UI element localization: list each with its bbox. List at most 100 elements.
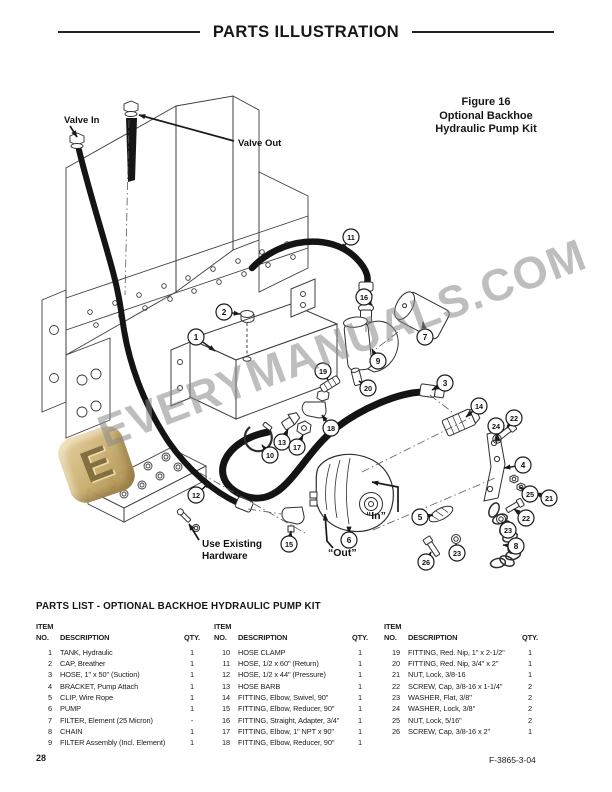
svg-text:5: 5	[418, 513, 423, 522]
callout-16: 16	[355, 288, 373, 306]
callout-22: 22	[505, 409, 523, 429]
callout-9: 9	[369, 348, 387, 370]
svg-text:1: 1	[194, 333, 199, 342]
svg-text:8: 8	[514, 542, 519, 551]
parts-line-art	[176, 281, 537, 569]
callout-19: 19	[314, 362, 332, 381]
page-number: 28	[36, 753, 47, 763]
svg-text:12: 12	[192, 491, 200, 500]
callout-17: 17	[288, 434, 306, 456]
svg-text:6: 6	[347, 536, 352, 545]
header-rule-right	[412, 30, 555, 34]
svg-text:13: 13	[278, 438, 286, 447]
callout-23: 23	[448, 543, 466, 562]
header-rule-left	[57, 30, 200, 34]
svg-text:Valve In: Valve In	[64, 115, 100, 126]
figure-title-line2: Hydraulic Pump Kit	[435, 123, 537, 135]
svg-text:23: 23	[453, 549, 461, 558]
callout-10: 10	[261, 444, 279, 464]
svg-text:25: 25	[526, 490, 534, 499]
callout-5: 5	[411, 508, 434, 526]
svg-text:26: 26	[422, 558, 430, 567]
svg-text:19: 19	[319, 367, 327, 376]
callout-22: 22	[513, 508, 535, 527]
svg-text:21: 21	[545, 494, 553, 503]
svg-text:15: 15	[285, 540, 293, 549]
svg-text:16: 16	[360, 293, 368, 302]
callout-23: 23	[499, 521, 517, 539]
figure-number: Figure 16	[461, 96, 511, 108]
page-header: PARTS ILLUSTRATION	[0, 20, 612, 44]
alignment-lines	[124, 119, 496, 534]
callout-4: 4	[503, 456, 532, 474]
diagram-label-valve-in: Valve In	[64, 115, 100, 138]
svg-text:“In”: “In”	[366, 510, 386, 522]
svg-text:“Out”: “Out”	[328, 547, 357, 559]
diagram-label-port-out: “Out”	[322, 513, 357, 559]
svg-text:24: 24	[492, 422, 501, 431]
svg-text:2: 2	[222, 308, 227, 317]
valve-line-art	[69, 100, 139, 182]
callout-8: 8	[502, 537, 525, 555]
callout-20: 20	[358, 379, 377, 397]
doc-number: F-3865-3-04	[489, 755, 536, 765]
svg-text:10: 10	[266, 451, 274, 460]
tank-line-art	[170, 278, 339, 420]
svg-text:17: 17	[293, 443, 301, 452]
callout-1: 1	[187, 328, 216, 352]
callout-12: 12	[187, 481, 211, 504]
svg-text:22: 22	[510, 414, 518, 423]
parts-list-heading: PARTS LIST - OPTIONAL BACKHOE HYDRAULIC …	[36, 601, 321, 612]
parts-list: PARTS LIST - OPTIONAL BACKHOE HYDRAULIC …	[36, 601, 558, 749]
svg-text:14: 14	[475, 402, 484, 411]
diagram-label-port-in: “In”	[366, 480, 399, 522]
callout-7: 7	[416, 321, 434, 346]
callout-25: 25	[519, 485, 539, 503]
svg-text:Valve Out: Valve Out	[238, 138, 282, 149]
callout-2: 2	[215, 303, 241, 321]
svg-text:4: 4	[521, 461, 526, 470]
callout-15: 15	[280, 530, 298, 553]
svg-text:22: 22	[522, 514, 530, 523]
page-title: PARTS ILLUSTRATION	[212, 22, 400, 41]
callout-21: 21	[534, 489, 558, 507]
svg-text:23: 23	[504, 526, 512, 535]
callout-overlay: 1234567891011121314151617181920212222232…	[64, 114, 558, 571]
svg-text:3: 3	[443, 379, 448, 388]
svg-text:9: 9	[376, 357, 381, 366]
svg-text:20: 20	[364, 384, 372, 393]
svg-text:18: 18	[327, 424, 335, 433]
svg-text:7: 7	[423, 333, 428, 342]
callout-14: 14	[465, 397, 488, 418]
